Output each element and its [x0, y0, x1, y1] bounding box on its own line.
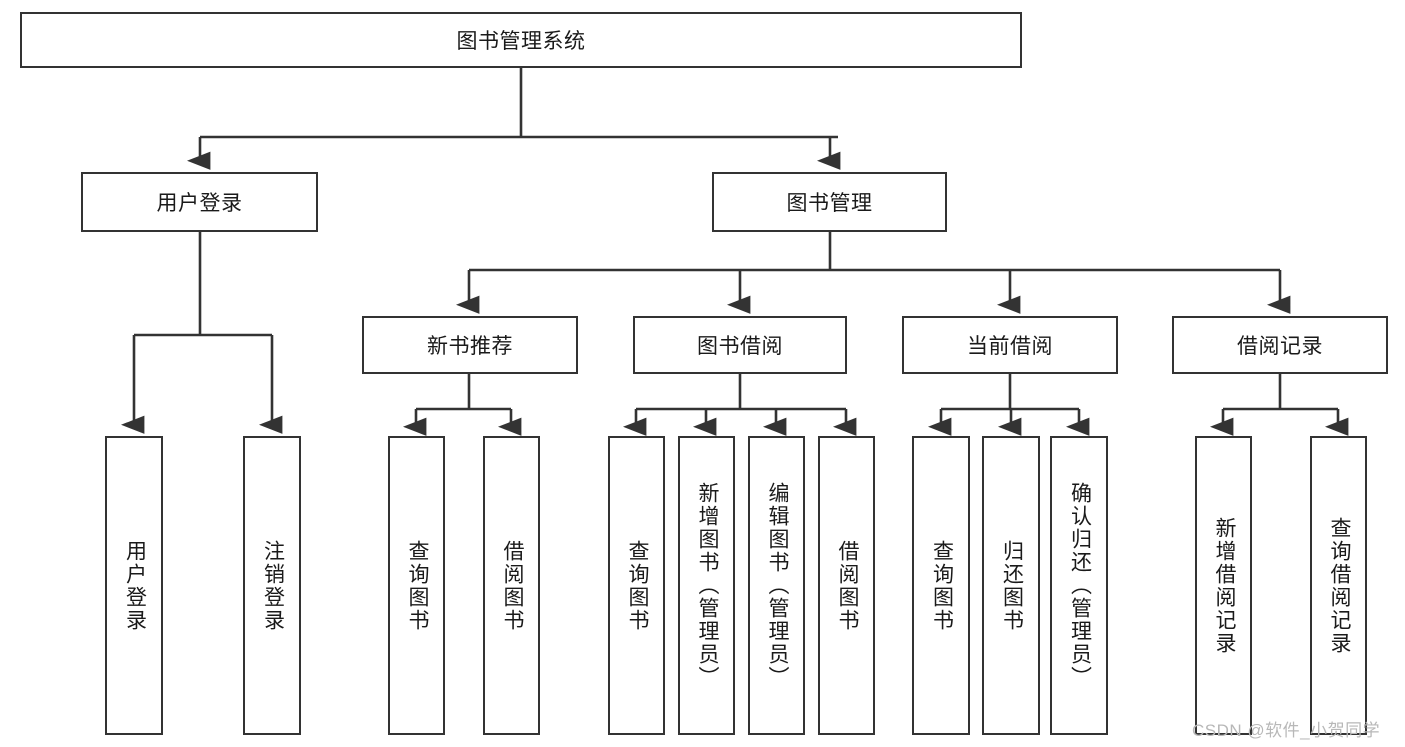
node-borrow-record[interactable]: 借阅记录 — [1172, 316, 1388, 374]
leaf-borrow-book-2-label: 借阅图书 — [835, 539, 859, 632]
node-current-borrow[interactable]: 当前借阅 — [902, 316, 1118, 374]
leaf-confirm-return-label: 确认归还（管理员） — [1068, 482, 1092, 689]
node-book-borrow[interactable]: 图书借阅 — [633, 316, 847, 374]
node-root[interactable]: 图书管理系统 — [20, 12, 1022, 68]
node-user-login-label: 用户登录 — [156, 192, 243, 215]
leaf-logout-label: 注销登录 — [261, 539, 285, 632]
leaf-logout[interactable]: 注销登录 — [243, 436, 301, 735]
node-new-book-rec-label: 新书推荐 — [427, 335, 513, 358]
leaf-edit-book[interactable]: 编辑图书（管理员） — [748, 436, 805, 735]
leaf-query-book-1-label: 查询图书 — [405, 539, 429, 632]
leaf-user-login-label: 用户登录 — [123, 539, 147, 632]
node-root-label: 图书管理系统 — [456, 30, 586, 53]
leaf-confirm-return[interactable]: 确认归还（管理员） — [1050, 436, 1108, 735]
leaf-return-book[interactable]: 归还图书 — [982, 436, 1040, 735]
leaf-borrow-book-1[interactable]: 借阅图书 — [483, 436, 540, 735]
node-borrow-record-label: 借阅记录 — [1237, 335, 1323, 358]
leaf-return-book-label: 归还图书 — [1000, 539, 1024, 632]
leaf-query-book-1[interactable]: 查询图书 — [388, 436, 445, 735]
leaf-add-book-label: 新增图书（管理员） — [695, 482, 719, 689]
leaf-user-login[interactable]: 用户登录 — [105, 436, 163, 735]
leaf-edit-book-label: 编辑图书（管理员） — [765, 482, 789, 689]
leaf-borrow-book-1-label: 借阅图书 — [500, 539, 524, 632]
node-book-manage[interactable]: 图书管理 — [712, 172, 947, 232]
leaf-query-book-3[interactable]: 查询图书 — [912, 436, 970, 735]
leaf-query-record-label: 查询借阅记录 — [1327, 516, 1351, 655]
leaf-query-record[interactable]: 查询借阅记录 — [1310, 436, 1367, 735]
node-book-manage-label: 图书管理 — [786, 192, 873, 215]
node-book-borrow-label: 图书借阅 — [697, 335, 783, 358]
leaf-query-book-2[interactable]: 查询图书 — [608, 436, 665, 735]
leaf-query-book-3-label: 查询图书 — [930, 539, 954, 632]
leaf-add-book[interactable]: 新增图书（管理员） — [678, 436, 735, 735]
leaf-add-record[interactable]: 新增借阅记录 — [1195, 436, 1252, 735]
leaf-query-book-2-label: 查询图书 — [625, 539, 649, 632]
leaf-add-record-label: 新增借阅记录 — [1212, 516, 1236, 655]
csdn-watermark: CSDN @软件_小贺同学 — [1192, 721, 1381, 740]
leaf-borrow-book-2[interactable]: 借阅图书 — [818, 436, 875, 735]
node-new-book-rec[interactable]: 新书推荐 — [362, 316, 578, 374]
node-current-borrow-label: 当前借阅 — [967, 335, 1053, 358]
node-user-login[interactable]: 用户登录 — [81, 172, 318, 232]
